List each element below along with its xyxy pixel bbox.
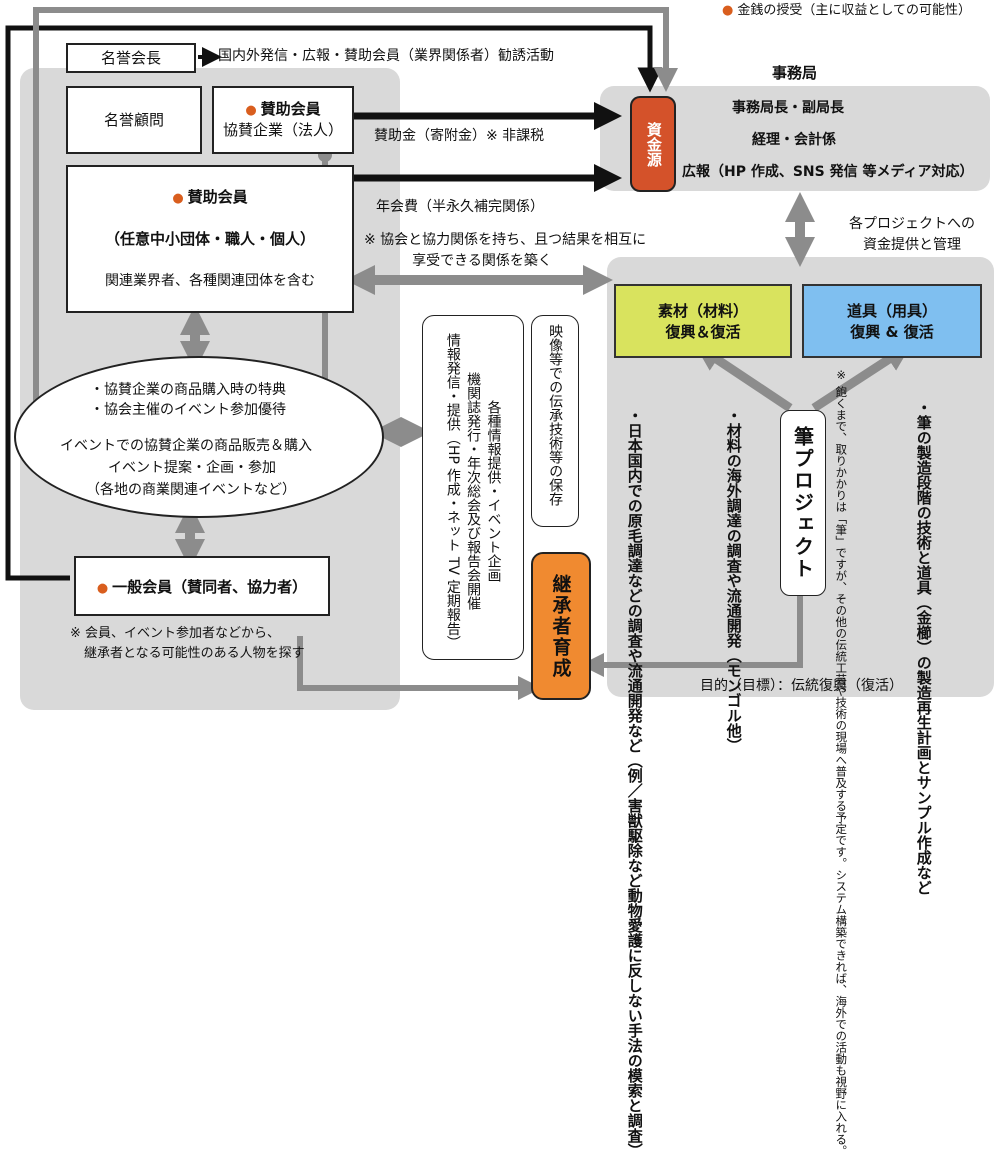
benefit-line-1: ・協賛企業の商品購入時の特典: [90, 382, 286, 398]
ind-supporter-note: 関連業界者、各種関連団体を含む: [105, 273, 315, 290]
member-note-line2: 継承者となる可能性のある人物を探す: [84, 645, 305, 661]
honorary-chair-label: 名誉会長: [100, 48, 161, 67]
benefit-line-5: （各地の商業関連イベントなど）: [86, 482, 296, 498]
info-lines: 各種情報提供・イベント企画 機関誌発行・年次総会及び報告会開催 情報発信・提供（…: [443, 326, 504, 656]
arrow-general-to-funding: [5, 25, 663, 581]
project-support-note: 各プロジェクトへの 資金提供と管理: [848, 214, 976, 256]
materials-line1: 素材（材料）: [657, 302, 748, 320]
cooperation-line1: ※ 協会と協力関係を持ち、且つ結果を相互に: [364, 232, 647, 248]
funding-source-text: 資金源: [644, 121, 663, 167]
column-domestic: ・日本国内での原毛調達などの調査や流通開発など（例／害獣駆除など動物愛護に反しな…: [625, 408, 644, 1158]
honorary-advisor-label: 名誉顧問: [103, 110, 164, 129]
column-overseas: ・材料の海外調達の調査や流通開発（モンゴル他）: [724, 408, 743, 753]
materials-line2: 復興＆復活: [665, 323, 741, 341]
ind-supporter-title-row: ●賛助会員: [172, 186, 247, 207]
tools-line1: 道具（用具）: [846, 302, 937, 320]
ind-supporter-subtitle: （任意中小団体・職人・個人）: [104, 230, 315, 249]
benefit-line-3: イベントでの協賛企業の商品販売＆購入: [60, 438, 312, 454]
successor-text: 継承者育成: [549, 573, 572, 679]
honorary-advisor-box: 名誉顧問: [66, 86, 202, 154]
general-member-label: 一般会員（賛同者、協力者）: [112, 577, 308, 596]
legend: ●金銭の授受（主に収益としての可能性）: [722, 1, 971, 21]
corp-supporter-dot-icon: ●: [245, 103, 257, 119]
corp-supporter-title: 賛助会員: [260, 100, 321, 119]
successor-box: 継承者育成: [531, 552, 591, 700]
corp-supporter-box: ●賛助会員 協賛企業（法人）: [212, 86, 354, 154]
event-ellipse: [14, 356, 384, 518]
office-role-3: 広報（HP 作成、SNS 発信 等メディア対応）: [682, 164, 974, 180]
goal-text: 目的（目標）：伝統復興（復活）: [700, 678, 903, 694]
arrow-general-to-successor: [297, 636, 542, 700]
ind-supporter-dot-icon: ●: [172, 190, 184, 206]
tools-line2: 復興 & 復活: [850, 323, 934, 341]
general-member-box: ●一般会員（賛同者、協力者）: [74, 556, 330, 616]
honorary-chair-activity: 国内外発信・広報・賛助会員（業界関係者）勧誘活動: [218, 48, 554, 64]
column-note: ※ 飽くまで、取りかかりは「筆」ですが、その他の伝統工芸や技術の現場へ普及する予…: [834, 368, 849, 1157]
project-support-line1: 各プロジェクトへの: [849, 216, 975, 232]
annual-fee-label: 年会費（半永久補完関係）: [376, 199, 544, 215]
corp-supporter-subtitle: 協賛企業（法人）: [222, 121, 343, 140]
benefit-line-2: ・協会主催のイベント参加優待: [90, 402, 286, 418]
info-line-3: 情報発信・提供（HP 作成・ネット TV 定期報告）: [444, 332, 461, 650]
honorary-chair-box: 名誉会長: [66, 43, 196, 73]
arrow-project-tools: [811, 344, 912, 412]
general-member-dot-icon: ●: [96, 580, 109, 596]
legend-text: 金銭の授受（主に収益としての可能性）: [737, 3, 971, 18]
arrow-project-to-successor: [580, 594, 803, 677]
office-title: 事務局: [772, 64, 818, 82]
info-box: 各種情報提供・イベント企画 機関誌発行・年次総会及び報告会開催 情報発信・提供（…: [422, 315, 524, 660]
cooperation-line2: 享受できる関係を築く: [412, 253, 552, 269]
preservation-box: 映像等での伝承技術等の保存: [531, 315, 579, 527]
ind-supporter-title: 賛助会員: [187, 187, 248, 206]
arrow-event-to-funding: [33, 7, 678, 432]
brush-project-box: 筆プロジェクト: [780, 410, 826, 596]
general-member-row: ●一般会員（賛同者、協力者）: [97, 576, 307, 597]
info-line-2: 機関誌発行・年次総会及び報告会開催: [465, 372, 482, 610]
info-line-1: 各種情報提供・イベント企画: [485, 400, 502, 582]
legend-dot-icon: ●: [722, 3, 734, 18]
arrow-project-materials: [694, 344, 793, 412]
column-brush: ・筆の製造段階の技術と道具（金櫛）の製造再生計画とサンプル作成など: [914, 400, 933, 895]
tools-box: 道具（用具） 復興 & 復活: [802, 284, 982, 358]
materials-box: 素材（材料） 復興＆復活: [614, 284, 792, 358]
member-note-line1: ※ 会員、イベント参加者などから、: [70, 626, 281, 641]
preservation-text: 映像等での伝承技術等の保存: [547, 324, 564, 506]
brush-project-text: 筆プロジェクト: [790, 426, 815, 580]
corp-supporter-title-row: ●賛助会員: [245, 98, 320, 119]
member-note: ※ 会員、イベント参加者などから、 継承者となる可能性のある人物を探す: [70, 624, 305, 663]
benefit-line-4: イベント提案・企画・参加: [108, 460, 276, 476]
cooperation-note: ※ 協会と協力関係を持ち、且つ結果を相互に 享受できる関係を築く: [364, 230, 647, 272]
donation-label: 賛助金（寄附金）※ 非課税: [374, 128, 545, 144]
ind-supporter-box: ●賛助会員 （任意中小団体・職人・個人） 関連業界者、各種関連団体を含む: [66, 165, 354, 313]
office-role-1: 事務局長・副局長: [732, 100, 844, 116]
project-support-line2: 資金提供と管理: [863, 237, 961, 253]
funding-source: 資金源: [630, 96, 676, 192]
office-role-2: 経理・会計係: [752, 132, 836, 148]
